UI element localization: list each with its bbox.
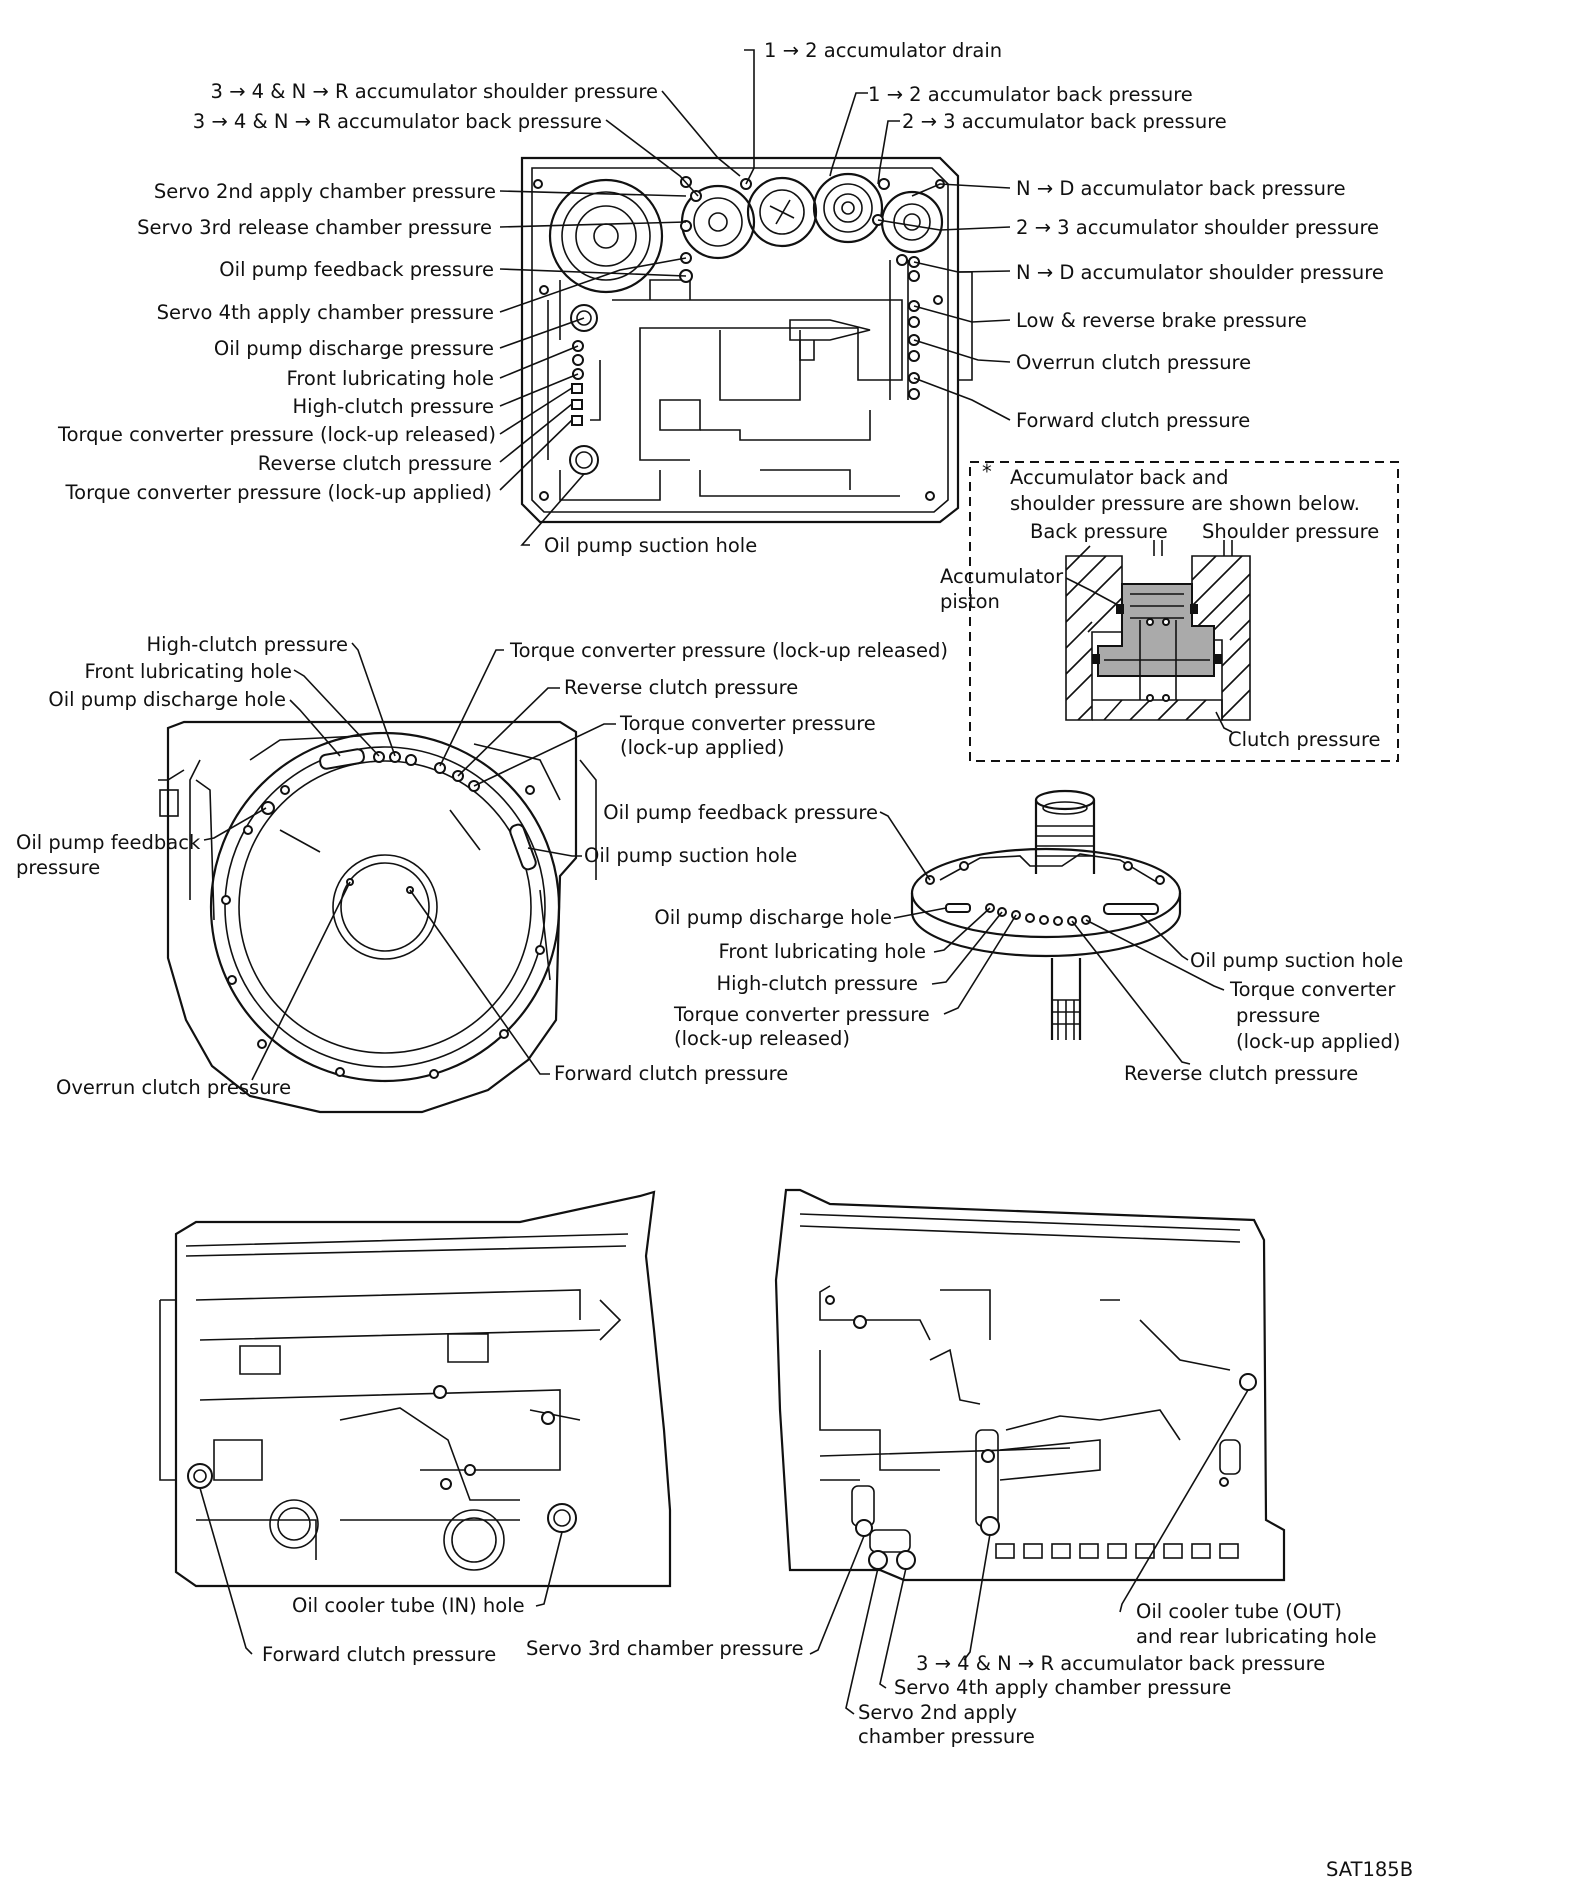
case-left-leaders: [199, 1487, 563, 1655]
label-34nr-accum-shoulder: 3 → 4 & N → R accumulator shoulder press…: [210, 80, 658, 103]
inset-note-1: Accumulator back and: [1010, 466, 1229, 489]
label-oil-pump-suction: Oil pump suction hole: [544, 534, 757, 557]
label-12-accum-drain: 1 → 2 accumulator drain: [764, 39, 1002, 62]
case-right-drawing: [774, 1188, 1286, 1582]
label-servo-4th-apply: Servo 4th apply chamber pressure: [157, 301, 494, 324]
label-front-lubricating: Front lubricating hole: [287, 367, 494, 390]
cf-feedback-1: Oil pump feedback: [16, 831, 201, 854]
label-12-accum-back: 1 → 2 accumulator back pressure: [868, 83, 1193, 106]
label-low-reverse-brake: Low & reverse brake pressure: [1016, 309, 1307, 332]
cl-forward: Forward clutch pressure: [262, 1643, 496, 1666]
op-tc-applied-3: (lock-up applied): [1236, 1030, 1400, 1053]
oil-pump-labels: Oil pump feedback pressure Oil pump disc…: [603, 801, 1403, 1085]
case-left-labels: Oil cooler tube (IN) hole Forward clutch…: [262, 1594, 525, 1666]
label-high-clutch: High-clutch pressure: [292, 395, 494, 418]
case-right-leaders: [809, 1389, 1249, 1715]
cf-overrun: Overrun clutch pressure: [56, 1076, 291, 1099]
op-tc-released-2: (lock-up released): [674, 1027, 850, 1050]
cf-forward: Forward clutch pressure: [554, 1062, 788, 1085]
cf-tc-applied-2: (lock-up applied): [620, 736, 784, 759]
label-nd-accum-shoulder: N → D accumulator shoulder pressure: [1016, 261, 1384, 284]
cr-servo-2nd-2: chamber pressure: [858, 1725, 1035, 1748]
cr-servo-2nd-1: Servo 2nd apply: [858, 1701, 1017, 1724]
inset-clutch-pressure: Clutch pressure: [1228, 728, 1381, 751]
oil-pump-drawing: [910, 789, 1182, 1040]
valve-body-labels: 3 → 4 & N → R accumulator shoulder press…: [57, 39, 1384, 557]
op-high-clutch: High-clutch pressure: [716, 972, 918, 995]
label-34nr-accum-back: 3 → 4 & N → R accumulator back pressure: [193, 110, 602, 133]
case-left-drawing: [159, 1190, 672, 1588]
cf-feedback-2: pressure: [16, 856, 100, 879]
label-servo-2nd-apply: Servo 2nd apply chamber pressure: [154, 180, 496, 203]
inset-shoulder-pressure: Shoulder pressure: [1202, 520, 1379, 543]
op-discharge: Oil pump discharge hole: [654, 906, 892, 929]
op-feedback: Oil pump feedback pressure: [603, 801, 878, 824]
valve-body-drawing: [520, 156, 973, 524]
label-23-accum-shoulder: 2 → 3 accumulator shoulder pressure: [1016, 216, 1379, 239]
label-servo-3rd-release: Servo 3rd release chamber pressure: [137, 216, 492, 239]
op-tc-released-1: Torque converter pressure: [673, 1003, 930, 1026]
op-tc-applied-2: pressure: [1236, 1004, 1320, 1027]
inset-labels: * Accumulator back and shoulder pressure…: [940, 460, 1381, 751]
cf-reverse: Reverse clutch pressure: [564, 676, 798, 699]
cr-cooler-out-1: Oil cooler tube (OUT): [1136, 1600, 1342, 1623]
cl-cooler-in: Oil cooler tube (IN) hole: [292, 1594, 525, 1617]
case-right-labels: Servo 3rd chamber pressure Oil cooler tu…: [526, 1600, 1377, 1748]
label-oil-pump-discharge: Oil pump discharge pressure: [214, 337, 494, 360]
op-tc-applied-1: Torque converter: [1229, 978, 1396, 1001]
cf-front-lub: Front lubricating hole: [85, 660, 292, 683]
label-oil-pump-feedback: Oil pump feedback pressure: [219, 258, 494, 281]
inset-star: *: [982, 460, 992, 483]
label-nd-accum-back: N → D accumulator back pressure: [1016, 177, 1346, 200]
figure-id: SAT185B: [1326, 1858, 1413, 1878]
cr-servo-4th: Servo 4th apply chamber pressure: [894, 1676, 1231, 1699]
inset-piston-1: Accumulator: [940, 565, 1064, 588]
cf-tc-released: Torque converter pressure (lock-up relea…: [509, 639, 948, 662]
accumulator-inset: [969, 461, 1399, 762]
cr-accum-back: 3 → 4 & N → R accumulator back pressure: [916, 1652, 1325, 1675]
cr-cooler-out-2: and rear lubricating hole: [1136, 1625, 1377, 1648]
label-23-accum-back: 2 → 3 accumulator back pressure: [902, 110, 1227, 133]
inset-note-2: shoulder pressure are shown below.: [1010, 492, 1360, 515]
op-suction: Oil pump suction hole: [1190, 949, 1403, 972]
op-reverse: Reverse clutch pressure: [1124, 1062, 1358, 1085]
inset-piston-2: piston: [940, 590, 1000, 613]
label-tc-released: Torque converter pressure (lock-up relea…: [57, 423, 496, 446]
case-front-labels: High-clutch pressure Front lubricating h…: [16, 633, 948, 1099]
inset-back-pressure: Back pressure: [1030, 520, 1168, 543]
op-front-lub: Front lubricating hole: [719, 940, 926, 963]
cf-tc-applied-1: Torque converter pressure: [619, 712, 876, 735]
label-tc-applied: Torque converter pressure (lock-up appli…: [65, 481, 492, 504]
case-front-leaders: [203, 642, 616, 1081]
oil-pump-leaders: [879, 811, 1225, 1065]
case-front-drawing: [158, 720, 597, 1114]
label-overrun-clutch: Overrun clutch pressure: [1016, 351, 1251, 374]
cf-high-clutch: High-clutch pressure: [146, 633, 348, 656]
cf-suction: Oil pump suction hole: [584, 844, 797, 867]
cf-discharge: Oil pump discharge hole: [48, 688, 286, 711]
cr-servo-3rd: Servo 3rd chamber pressure: [526, 1637, 804, 1660]
label-forward-clutch: Forward clutch pressure: [1016, 409, 1250, 432]
label-reverse-clutch: Reverse clutch pressure: [258, 452, 492, 475]
valve-body-leaders: [499, 49, 1011, 546]
